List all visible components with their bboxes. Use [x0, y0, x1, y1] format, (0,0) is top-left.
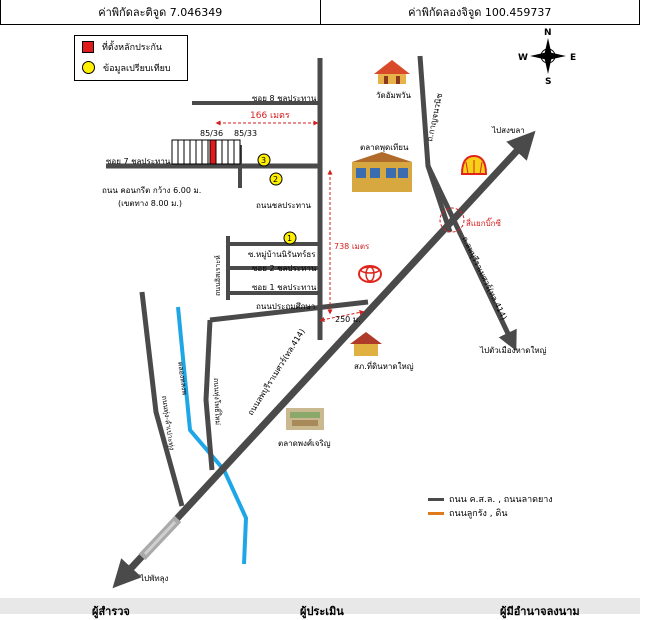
market-building-icon: [352, 152, 412, 192]
longitude-text: ค่าพิกัดลองจิจูด 100.459737: [319, 0, 640, 24]
village-road-label: ซ.หมู่บ้านนิรันทร์ธร: [248, 249, 316, 260]
temple-icon: [374, 60, 410, 84]
legend-property: ที่ตั้งหลักประกัน: [75, 36, 187, 57]
property-marker: [209, 139, 217, 165]
chonprathan-label: ถนนชลประทาน: [256, 201, 312, 210]
map-legend: ที่ตั้งหลักประกัน ข้อมูลเปรียบเทียบ: [74, 35, 188, 81]
market-2-label: ตลาดพงศ์เจริญ: [278, 438, 331, 448]
kanchanawanit-label: ถ.กาญจนวนิช: [425, 92, 444, 142]
to-phatthalung-label: ไปพัทลุง: [139, 574, 169, 583]
kanchanawanit-road: [417, 55, 453, 233]
police-label: สภ.ที่ดินหาดใหญ่: [354, 360, 414, 371]
latitude-text: ค่าพิกัดละติจูด 7.046349: [98, 6, 223, 19]
legend-paved-label: ถนน ค.ส.ล. , ถนนลาดยาง: [449, 495, 553, 505]
svg-text:1: 1: [287, 234, 292, 243]
market-2-icon: [286, 408, 324, 430]
legend-comparison-label: ข้อมูลเปรียบเทียบ: [103, 63, 171, 74]
svg-text:3: 3: [261, 156, 266, 165]
soi-2-label: ซอย 2 ชลประทาน: [252, 264, 317, 273]
left-road: [139, 291, 185, 507]
market-1-label: ตลาดพุดเทียน: [360, 143, 409, 152]
police-station-icon: [350, 332, 382, 356]
legend-property-label: ที่ตั้งหลักประกัน: [102, 42, 163, 53]
branch-road-label: ถ.ลพบุรีราเมศวร์(ทล.414): [460, 234, 509, 321]
intersection-circle: [439, 207, 465, 233]
svg-text:S: S: [545, 77, 551, 87]
prathom-road-label: ถนนประถมศึกษา: [256, 302, 315, 311]
property-swatch: [82, 40, 94, 53]
to-hatyai-label: ไปตัวเมืองหาดใหญ่: [479, 346, 547, 355]
intersection-label: สี่แยกบิ๊กซี: [466, 217, 502, 228]
comparison-swatch: [82, 61, 95, 74]
toyota-logo-icon: [358, 265, 382, 283]
legend-laterite: ถนนลูกรัง , ดิน: [428, 506, 553, 520]
legend-laterite-label: ถนนลูกรัง , ดิน: [449, 509, 508, 519]
dimension-250m: [319, 310, 365, 322]
dimension-250m-label: 250 ม.: [335, 315, 361, 324]
svg-text:2: 2: [273, 175, 278, 184]
main-highway-label: ถนนลพบุรีราเมศวร์(ทล.414): [245, 327, 307, 417]
plot-label-85-36: 85/36: [200, 129, 223, 138]
surveyor-label: ผู้สำรวจ: [92, 605, 130, 618]
svg-text:W: W: [518, 53, 528, 63]
soi-1-label: ซอย 1 ชลประทาน: [252, 283, 317, 292]
legend-comparison: ข้อมูลเปรียบเทียบ: [75, 57, 187, 78]
road-type-legend: ถนน ค.ส.ล. , ถนนลาดยาง ถนนลูกรัง , ดิน: [428, 492, 553, 520]
concrete-road-label: ถนน คอนกรีต กว้าง 6.00 ม.: [102, 186, 201, 195]
svg-text:N: N: [544, 28, 552, 38]
shell-logo-icon: [460, 154, 488, 175]
plot-label-85-33: 85/33: [234, 129, 257, 138]
canal-label: คลองหลงพ: [176, 361, 189, 396]
dimension-166m-label: 166 เมตร: [250, 111, 290, 121]
legend-paved: ถนน ค.ส.ล. , ถนนลาดยาง: [428, 492, 553, 506]
approver-label: ผู้มีอำนาจลงนาม: [500, 605, 580, 618]
coordinates-header: ค่าพิกัดละติจูด 7.046349 ค่าพิกัดลองจิจู…: [0, 0, 640, 25]
comparison-marker-1: 1: [283, 231, 297, 245]
property-plots: [171, 139, 241, 165]
laterite-swatch: [428, 511, 444, 515]
dimension-738m-label: 738 เมตร: [334, 242, 370, 251]
canal: [176, 306, 249, 565]
middle-road-label: ถนนทุ่งโพธิ์ใหม่: [212, 378, 224, 425]
svg-text:E: E: [570, 53, 576, 63]
hatyai-road: [425, 164, 517, 352]
comparison-marker-3: 3: [257, 153, 271, 167]
signature-footer: ผู้สำรวจ ผู้ประเมิน ผู้มีอำนาจลงนาม: [0, 598, 640, 618]
middle-road: [203, 319, 215, 471]
compass-icon: N S W E: [518, 28, 576, 87]
right-of-way-label: (เขตทาง 8.00 ม.): [118, 199, 182, 208]
main-highway: [112, 130, 536, 589]
temple-label: วัดอัมพวัน: [376, 91, 412, 100]
comparison-marker-2: 2: [269, 172, 283, 186]
paved-swatch: [428, 497, 444, 501]
to-songkhla-label: ไปสงขลา: [491, 126, 525, 135]
soi-road-label: ถนนอิสเราะห์: [214, 255, 222, 296]
soi-8-label: ซอย 8 ชลประทาน: [252, 94, 317, 103]
soi-7-label: ซอย 7 ชลประทาน: [106, 157, 171, 166]
appraiser-label: ผู้ประเมิน: [300, 605, 344, 618]
prathom-road: [209, 299, 369, 323]
